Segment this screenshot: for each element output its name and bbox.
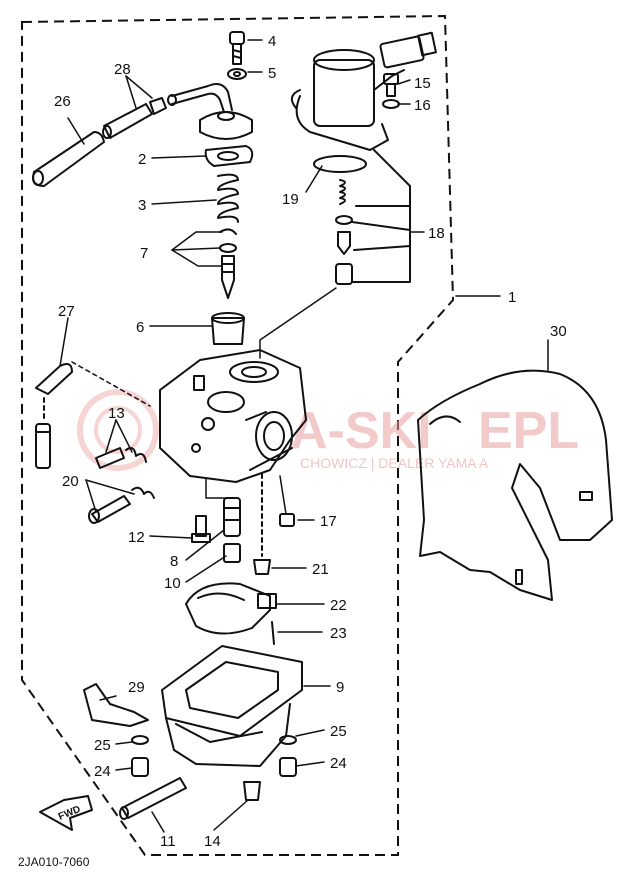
- callout-29: 29: [128, 679, 145, 696]
- part-2-gasket: [204, 145, 254, 167]
- callout-22: 22: [330, 597, 347, 614]
- drawing-code: 2JA010-7060: [18, 855, 90, 869]
- callout-19: 19: [282, 191, 299, 208]
- choke-cap-assembly: [167, 83, 253, 140]
- part-6-throttle-valve: [211, 312, 245, 345]
- callout-6: 6: [136, 319, 144, 336]
- carburetor-body: [159, 349, 307, 483]
- starter-solenoid: [290, 31, 437, 151]
- callout-16: 16: [414, 97, 431, 114]
- callout-30: 30: [550, 323, 567, 340]
- part-7-needle: [219, 228, 237, 299]
- part-8-nozzle: [223, 497, 241, 537]
- callout-24-right: 24: [330, 755, 347, 772]
- part-12-jet: [191, 515, 211, 543]
- callout-11: 11: [160, 833, 176, 850]
- callout-2: 2: [138, 151, 146, 168]
- callout-17: 17: [320, 513, 337, 530]
- part-24-screws: [131, 757, 297, 777]
- callout-25-right: 25: [330, 723, 347, 740]
- callout-20: 20: [62, 473, 79, 490]
- callout-27: 27: [58, 303, 75, 320]
- part-19-o-ring: [313, 155, 367, 173]
- part-26-tube: [32, 131, 105, 187]
- fwd-arrow-icon: [39, 795, 93, 831]
- part-29-bracket: [83, 683, 149, 727]
- callout-25-left: 25: [94, 737, 111, 754]
- callout-23: 23: [330, 625, 347, 642]
- callout-10: 10: [164, 575, 181, 592]
- callout-15: 15: [414, 75, 431, 92]
- watermark-text-left: A-SKI: [290, 402, 432, 460]
- part-16-washer: [382, 99, 400, 109]
- part-20-stop-screw: [88, 486, 155, 524]
- part-10-main-jet: [223, 543, 241, 563]
- part-27-hose: [35, 363, 73, 469]
- callout-8: 8: [170, 553, 178, 570]
- callout-5: 5: [268, 65, 276, 82]
- part-4-screw: [229, 31, 245, 65]
- callout-3: 3: [138, 197, 146, 214]
- callout-12: 12: [128, 529, 145, 546]
- callout-14: 14: [204, 833, 221, 850]
- callout-labels: 4 5 28 26 2 3 7 6 27 13 20 12 8 10 15 16…: [54, 33, 567, 850]
- callout-7: 7: [140, 245, 148, 262]
- part-23-pin: [271, 621, 275, 645]
- watermark-subtext: CHOWICZ | DEALER YAMA A: [300, 455, 489, 471]
- leader-lines: [59, 39, 549, 833]
- callout-9: 9: [336, 679, 344, 696]
- part-9-float-bowl: [161, 645, 303, 767]
- callout-13: 13: [108, 405, 125, 422]
- watermark: A-SKI EPL CHOWICZ | DEALER YAMA A: [77, 389, 579, 471]
- part-11-pipe: [119, 777, 187, 820]
- assembly-boundary: [21, 14, 455, 856]
- part-18-plunger: [335, 149, 411, 285]
- callout-21: 21: [312, 561, 329, 578]
- part-17-screw: [279, 513, 295, 527]
- part-30-cover: [417, 369, 613, 601]
- callout-18: 18: [428, 225, 445, 242]
- callout-26: 26: [54, 93, 71, 110]
- callout-1: 1: [508, 289, 516, 306]
- part-14-drain-screw: [243, 781, 261, 801]
- part-5-washer: [227, 68, 247, 80]
- callout-4: 4: [268, 33, 276, 50]
- part-28-pipe: [102, 97, 167, 139]
- callout-28: 28: [114, 61, 131, 78]
- watermark-text-right: EPL: [478, 402, 579, 460]
- part-21-needle-valve: [253, 473, 271, 575]
- part-3-spring: [217, 173, 239, 223]
- callout-24-left: 24: [94, 763, 111, 780]
- part-15-screw: [383, 73, 399, 97]
- part-25-washers: [131, 735, 297, 745]
- part-22-float: [185, 582, 277, 635]
